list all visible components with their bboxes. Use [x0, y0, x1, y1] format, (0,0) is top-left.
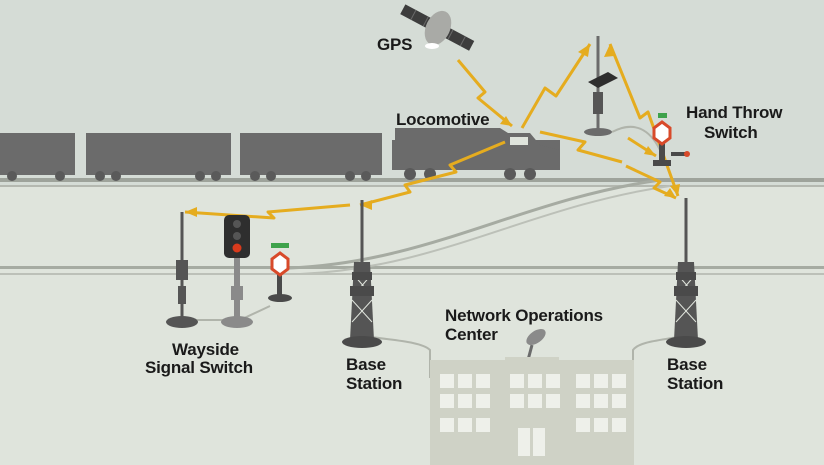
locomotive-engine [392, 128, 560, 170]
base-station-left-label-line1: Base [346, 355, 386, 374]
wayside-label-line1: Wayside [172, 340, 239, 359]
noc-label-line2: Center [445, 325, 498, 344]
wayside-signal-icon [221, 215, 253, 328]
noc-building-icon [430, 329, 634, 465]
rail-tracks [0, 178, 824, 275]
base-station-left-icon [342, 200, 382, 348]
train [0, 128, 560, 181]
gps-label: GPS [377, 35, 413, 54]
gps-satellite-icon [400, 4, 475, 51]
hilltop-antenna-icon [584, 36, 618, 136]
hand-throw-switch-label-line1: Hand Throw [686, 103, 783, 122]
hand-throw-switch-icon [652, 113, 690, 166]
base-station-right-label-line1: Base [667, 355, 707, 374]
base-station-right-label-line2: Station [667, 374, 724, 393]
locomotive-label: Locomotive [396, 110, 490, 129]
wayside-switch-icon [268, 243, 292, 302]
wayside-label-line2: Signal Switch [145, 358, 253, 377]
hand-throw-switch-label-line2: Switch [704, 123, 758, 142]
wayside-antenna-icon [166, 212, 198, 328]
noc-label-line1: Network Operations [445, 306, 603, 325]
radio-link-arrowheads [185, 44, 680, 217]
base-station-right-icon [666, 198, 706, 348]
base-station-left-label-line2: Station [346, 374, 403, 393]
